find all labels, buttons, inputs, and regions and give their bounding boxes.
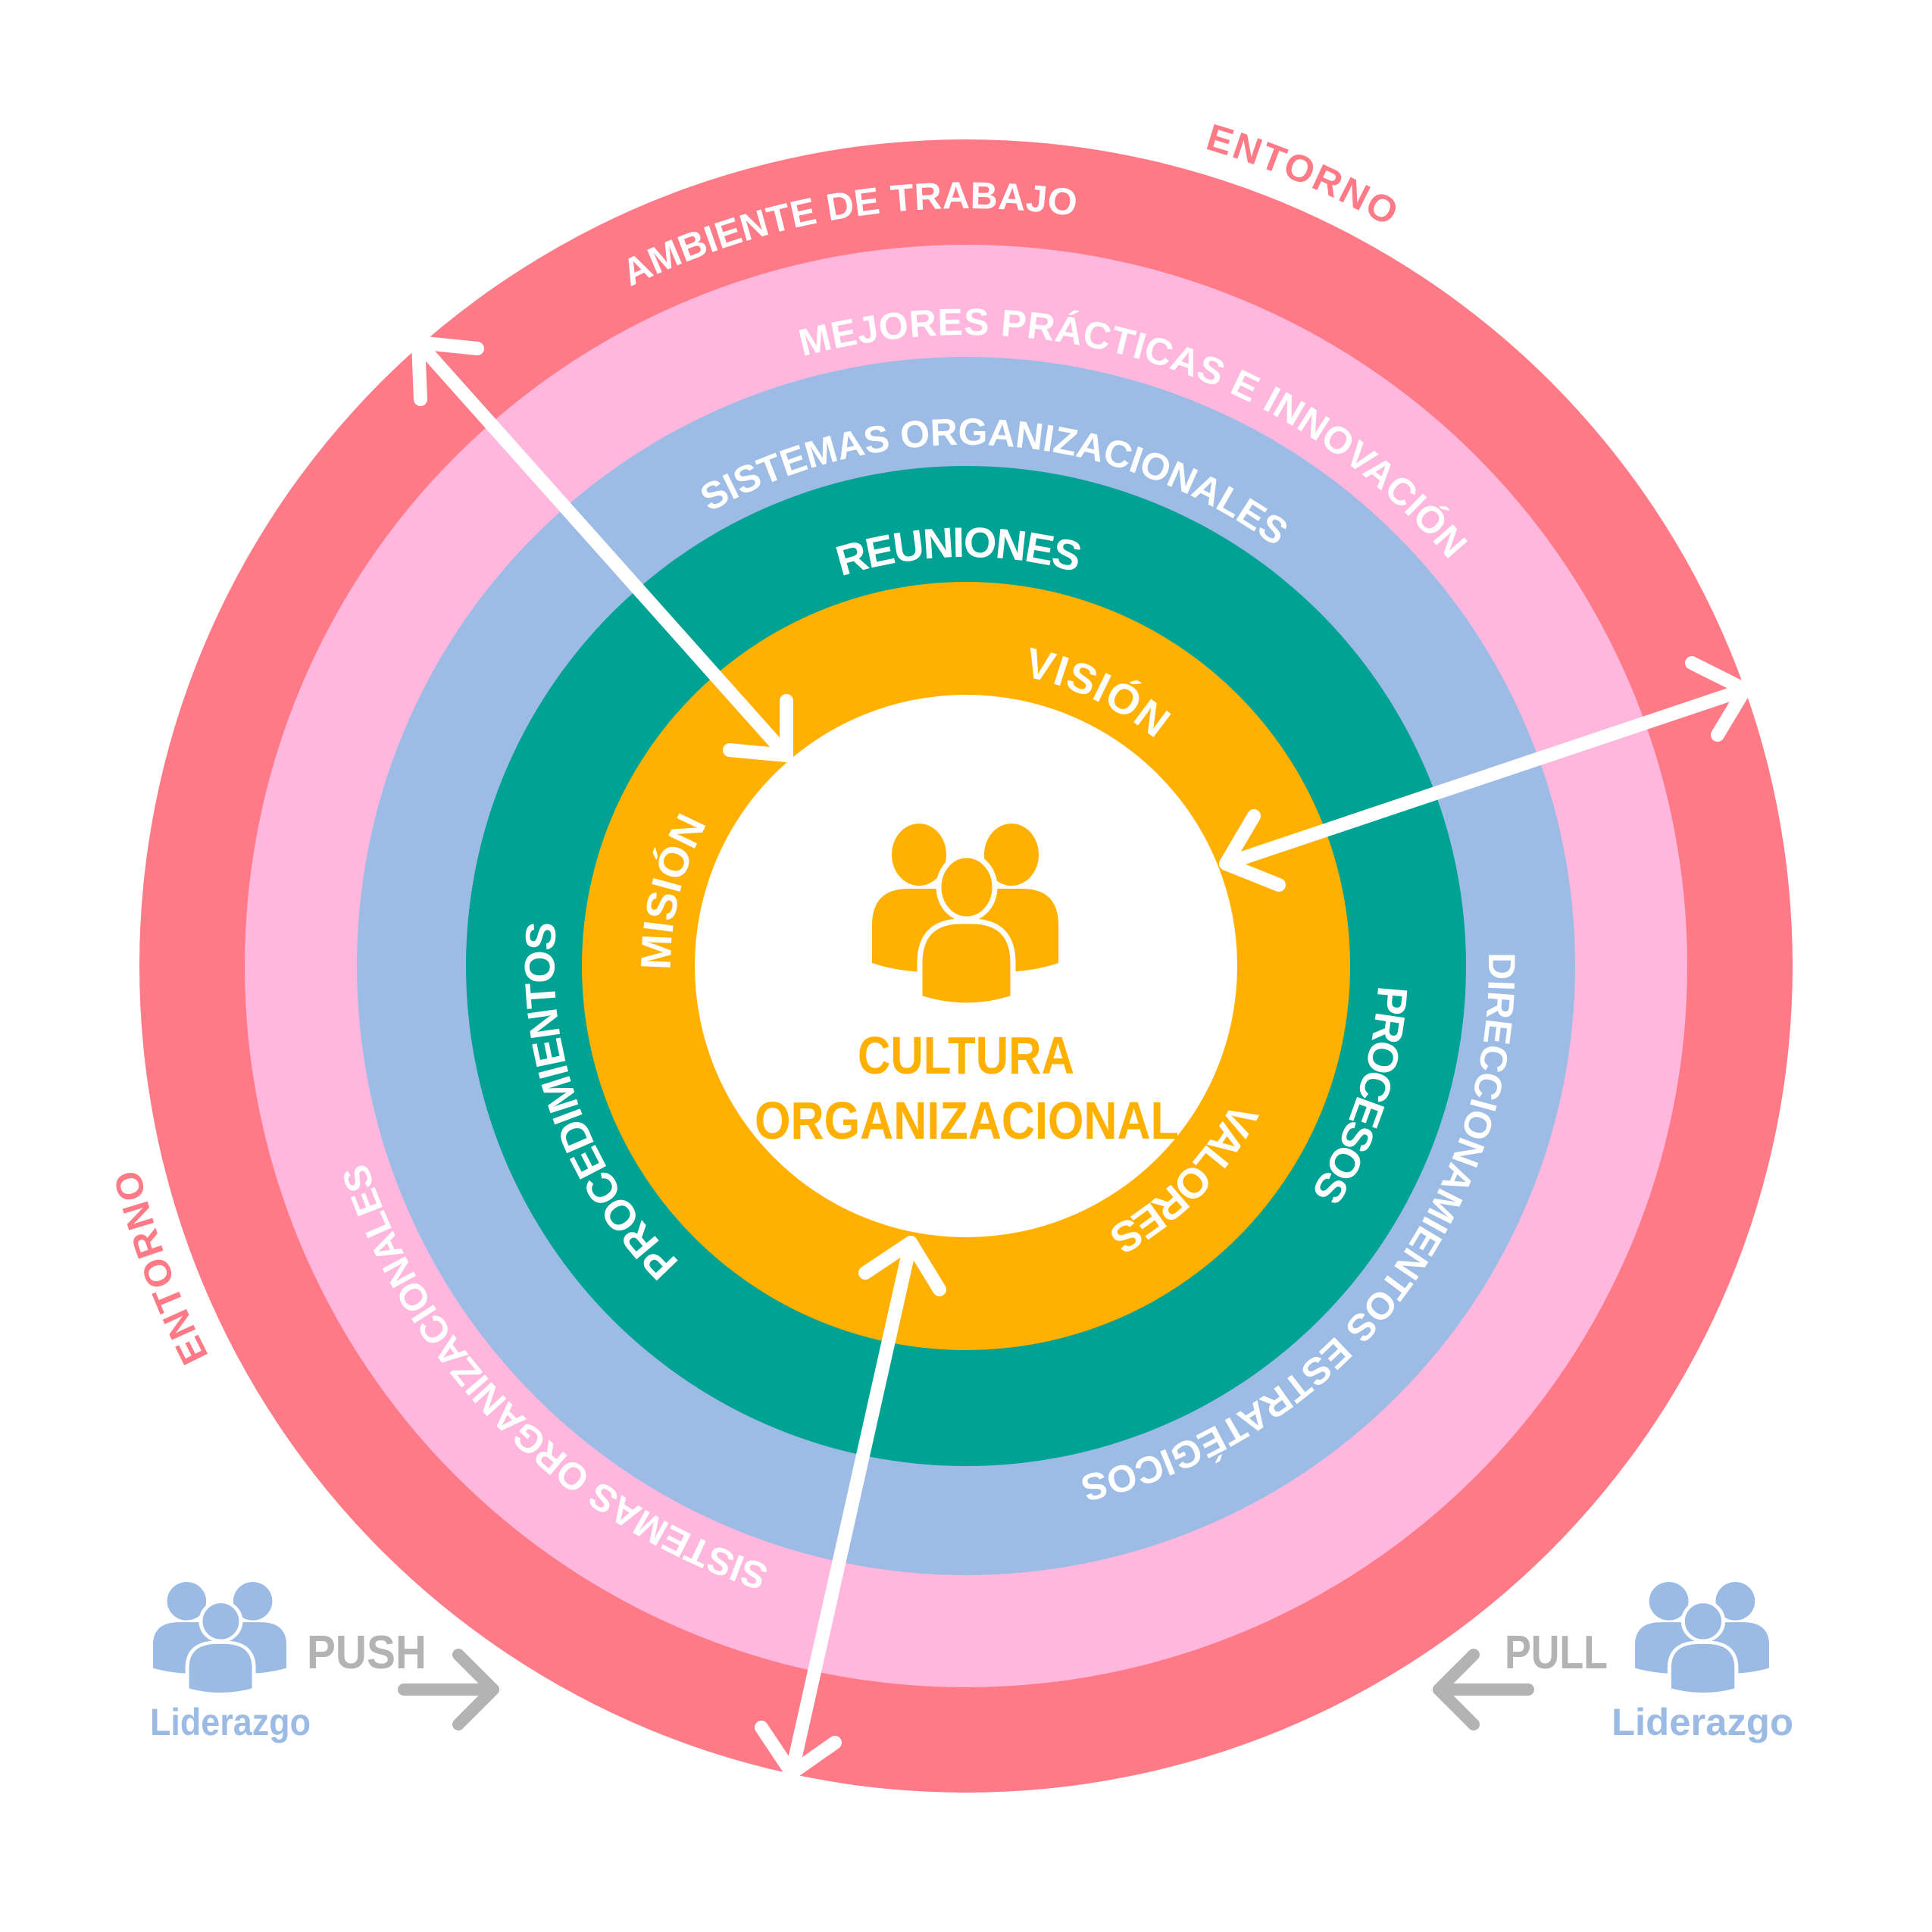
pull-label: PULL xyxy=(1505,1627,1608,1679)
leadership-pull-group: PULL Liderazgo xyxy=(1433,1582,1793,1743)
arrow-right-icon xyxy=(398,1649,499,1730)
arrow-left-icon xyxy=(1433,1649,1534,1730)
push-label: PUSH xyxy=(307,1627,427,1679)
liderazgo-label-left: Liderazgo xyxy=(150,1701,311,1743)
center-title-line1: CULTURA xyxy=(858,1026,1074,1085)
bidirectional-arrow-icon xyxy=(1219,656,1752,892)
leadership-push-group: PUSH Liderazgo xyxy=(150,1582,499,1743)
bidirectional-arrow-icon xyxy=(755,1236,946,1780)
people-group-icon xyxy=(153,1582,286,1694)
center-title-line2: ORGANIZACIONAL xyxy=(755,1091,1179,1150)
bidirectional-arrow-icon xyxy=(411,336,793,762)
people-group-icon xyxy=(1635,1582,1769,1694)
liderazgo-label-right: Liderazgo xyxy=(1612,1701,1793,1743)
